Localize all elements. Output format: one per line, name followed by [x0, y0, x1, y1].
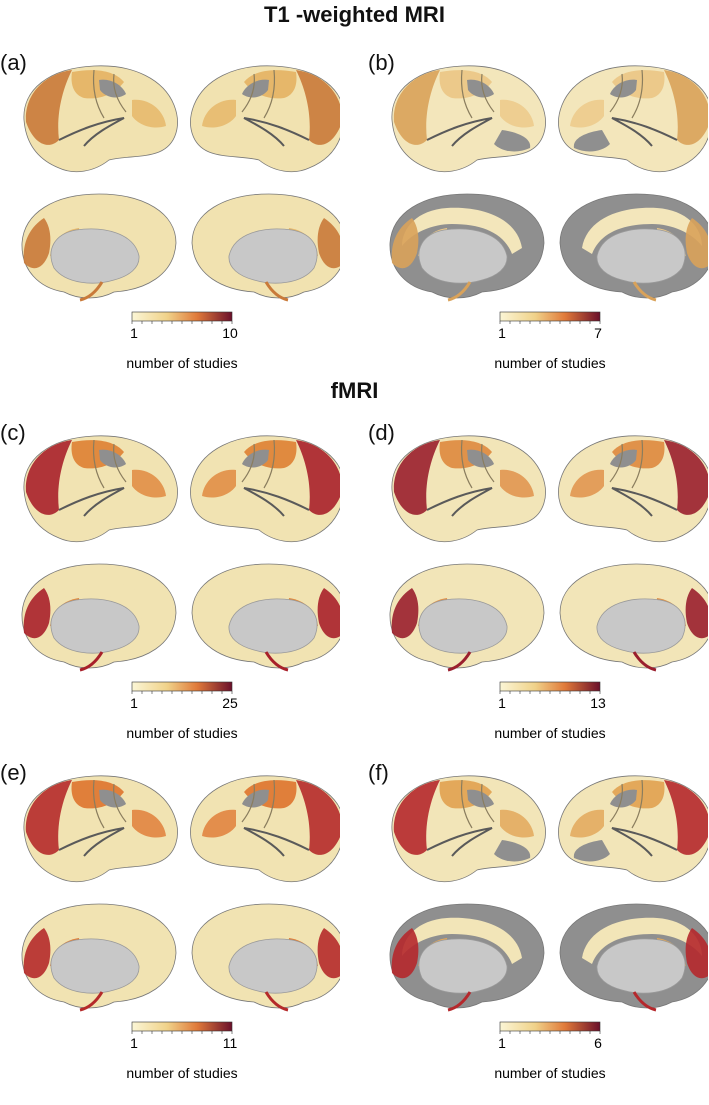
colorbar	[131, 681, 233, 692]
lateral-left-hemisphere	[391, 65, 546, 173]
brain-surface-maps: 1 10 number of studies	[21, 65, 340, 371]
brain-surface-maps: 1 25 number of studies	[21, 435, 340, 741]
colorbar-caption: number of studies	[126, 725, 237, 741]
colorbar-max-label: 6	[594, 1035, 602, 1051]
medial-left-hemisphere	[21, 193, 177, 302]
medial-right-hemisphere	[559, 563, 708, 672]
section-title-t1: T1 -weighted MRI	[264, 2, 445, 27]
colorbar-min-label: 1	[130, 325, 138, 341]
lateral-right-hemisphere	[190, 775, 340, 883]
panel-c: (c) 1 25 number of studies	[0, 420, 340, 765]
medial-left-hemisphere	[389, 563, 545, 672]
medial-left-hemisphere	[389, 193, 545, 302]
panel-label: (d)	[368, 420, 395, 445]
lateral-right-hemisphere	[558, 775, 708, 883]
panel-label: (f)	[368, 760, 389, 785]
colorbar-min-label: 1	[130, 695, 138, 711]
colorbar-min-label: 1	[498, 695, 506, 711]
brain-surface-maps: 1 13 number of studies	[389, 435, 708, 741]
panel-a: (a) 1 10 number of studies	[0, 50, 340, 395]
panel-label: (b)	[368, 50, 395, 75]
medial-right-hemisphere	[559, 193, 708, 302]
medial-right-hemisphere	[191, 903, 340, 1012]
lateral-right-hemisphere	[190, 65, 340, 173]
brain-surface-maps: 1 6 number of studies	[389, 775, 708, 1081]
medial-right-hemisphere	[191, 193, 340, 302]
colorbar-min-label: 1	[498, 325, 506, 341]
colorbar	[499, 681, 601, 692]
panel-label: (a)	[0, 50, 27, 75]
panel-label: (e)	[0, 760, 27, 785]
colorbar-min-label: 1	[130, 1035, 138, 1051]
colorbar-caption: number of studies	[494, 725, 605, 741]
colorbar	[131, 1021, 233, 1032]
colorbar-caption: number of studies	[494, 355, 605, 371]
section-title-fmri: fMRI	[330, 378, 379, 403]
colorbar-max-label: 11	[223, 1035, 238, 1051]
lateral-left-hemisphere	[23, 65, 178, 173]
colorbar-min-label: 1	[498, 1035, 506, 1051]
colorbar	[131, 311, 233, 322]
colorbar-max-label: 13	[590, 695, 606, 711]
lateral-left-hemisphere	[391, 775, 546, 883]
lateral-left-hemisphere	[23, 435, 178, 543]
colorbar-caption: number of studies	[494, 1065, 605, 1081]
brain-surface-maps: 1 7 number of studies	[389, 65, 708, 371]
medial-left-hemisphere	[389, 903, 545, 1012]
medial-left-hemisphere	[21, 903, 177, 1012]
colorbar-caption: number of studies	[126, 1065, 237, 1081]
colorbar-max-label: 25	[222, 695, 238, 711]
medial-right-hemisphere	[191, 563, 340, 672]
lateral-left-hemisphere	[391, 435, 546, 543]
lateral-right-hemisphere	[558, 65, 708, 173]
medial-right-hemisphere	[559, 903, 708, 1012]
panel-b: (b) 1 7 number of studies	[368, 50, 708, 395]
colorbar-max-label: 7	[594, 325, 602, 341]
lateral-left-hemisphere	[23, 775, 178, 883]
colorbar	[499, 311, 601, 322]
lateral-right-hemisphere	[190, 435, 340, 543]
panel-f: (f) 1 6 number of studies	[368, 760, 708, 1105]
panel-d: (d) 1 13 number of studies	[368, 420, 708, 765]
lateral-right-hemisphere	[558, 435, 708, 543]
medial-left-hemisphere	[21, 563, 177, 672]
colorbar-caption: number of studies	[126, 355, 237, 371]
colorbar-max-label: 10	[222, 325, 238, 341]
panel-label: (c)	[0, 420, 26, 445]
colorbar	[499, 1021, 601, 1032]
